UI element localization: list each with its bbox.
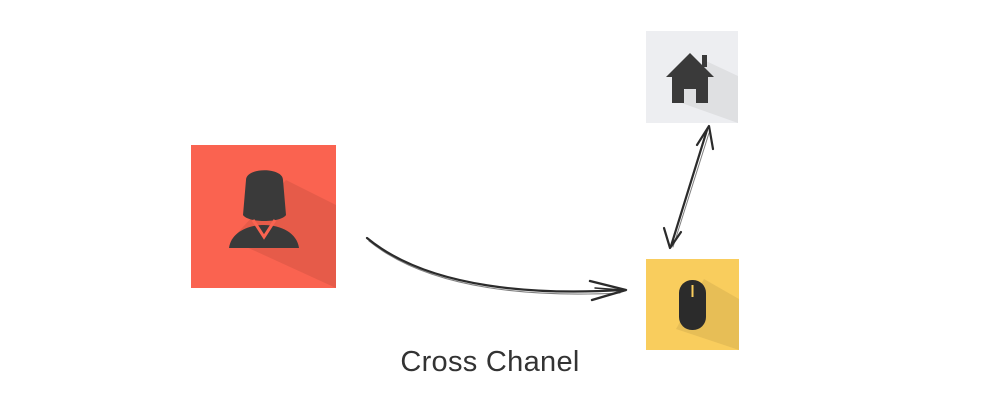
diagram-caption: Cross Chanel (400, 346, 580, 378)
mouse-node (646, 259, 739, 350)
person-node (191, 145, 336, 288)
home-icon (646, 31, 738, 123)
person-icon (191, 145, 336, 288)
home-node (646, 31, 738, 123)
person-to-mouse-arrow (365, 236, 628, 302)
home-mouse-double-arrow (662, 124, 715, 250)
mouse-icon (646, 259, 739, 350)
